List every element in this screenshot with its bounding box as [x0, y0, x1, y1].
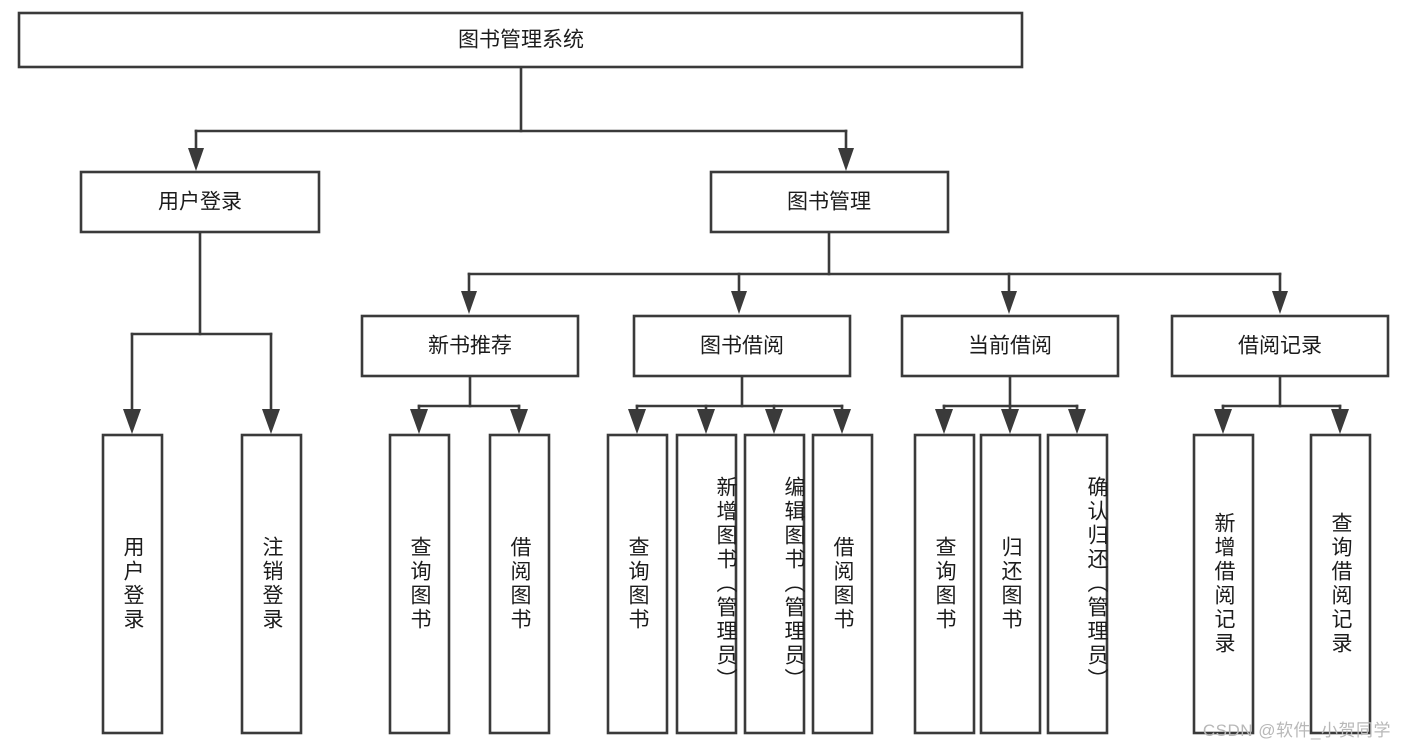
connector-book-management-to-level2	[461, 231, 1288, 314]
node-book-management-label: 图书管理	[787, 191, 871, 214]
node-book-management[interactable]	[709, 170, 950, 234]
node-current-borrow-label: 当前借阅	[968, 335, 1052, 358]
node-book-borrow[interactable]	[632, 314, 852, 378]
leaf-return-books[interactable]	[979, 433, 1042, 735]
leaf-query-books-borrow[interactable]	[606, 433, 669, 735]
leaf-borrow-books-recommend[interactable]	[488, 433, 551, 735]
node-borrow-record-label: 借阅记录	[1238, 335, 1322, 358]
node-new-book-recommend[interactable]	[360, 314, 580, 378]
node-book-borrow-label: 图书借阅	[700, 335, 784, 358]
leaf-add-book-admin[interactable]	[675, 433, 738, 735]
leaf-query-borrow-record[interactable]	[1309, 433, 1372, 735]
leaf-confirm-return-admin[interactable]	[1046, 433, 1109, 735]
connector-root-to-level1	[188, 65, 854, 171]
leaf-user-login[interactable]	[101, 433, 164, 735]
node-new-book-recommend-label: 新书推荐	[428, 335, 512, 358]
leaf-query-books-current[interactable]	[913, 433, 976, 735]
leaf-edit-book-admin[interactable]	[743, 433, 806, 735]
leaf-query-books-recommend[interactable]	[388, 433, 451, 735]
root-node-label: 图书管理系统	[458, 29, 584, 52]
leaf-logout[interactable]	[240, 433, 303, 735]
connector-book-borrow-to-leaves	[628, 376, 851, 434]
node-user-login-label: 用户登录	[158, 191, 242, 214]
node-current-borrow[interactable]	[900, 314, 1120, 378]
connector-current-borrow-to-leaves	[935, 376, 1086, 434]
leaf-borrow-books[interactable]	[811, 433, 874, 735]
connector-user-login-to-leaves	[123, 231, 280, 434]
node-borrow-record[interactable]	[1170, 314, 1390, 378]
connector-borrow-record-to-leaves	[1214, 376, 1349, 434]
node-user-login[interactable]	[79, 170, 321, 234]
watermark-text: CSDN @软件_小贺同学	[1202, 721, 1391, 740]
leaf-add-borrow-record[interactable]	[1192, 433, 1255, 735]
connector-new-book-recommend-to-leaves	[410, 376, 528, 434]
root-node-book-management-system[interactable]	[17, 11, 1024, 69]
